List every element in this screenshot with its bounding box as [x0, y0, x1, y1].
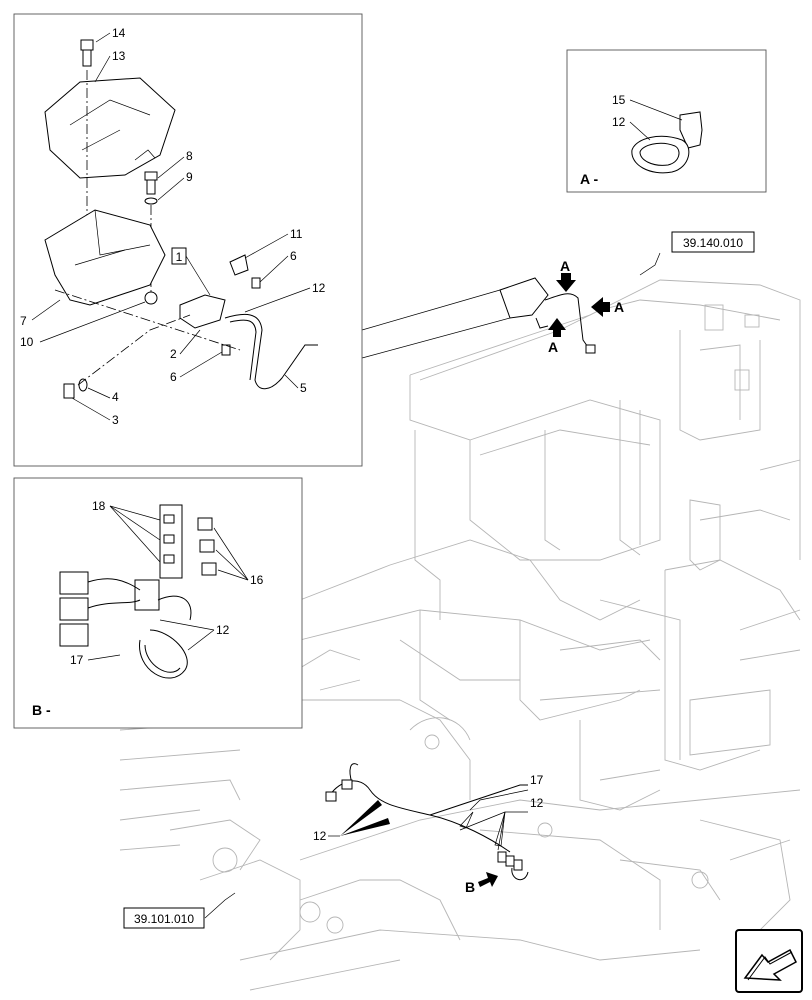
panel-b-label: B -	[32, 702, 51, 718]
next-page-arrow-icon[interactable]	[735, 929, 803, 993]
callout-b-18: 18	[92, 499, 106, 513]
panel-a-label: A -	[580, 171, 598, 187]
callout-a-12: 12	[612, 115, 626, 129]
callout-5: 5	[300, 381, 307, 395]
view-arrow-b-label: B	[465, 879, 475, 895]
reference-box-bottom[interactable]: 39.101.010	[123, 892, 236, 929]
callout-13: 13	[112, 49, 126, 63]
callout-4: 4	[112, 390, 119, 404]
callout-17: 17	[530, 773, 544, 787]
detail-panel-main: 1 14 13 8 9 11 6 12 5 7 10	[13, 13, 363, 467]
callout-12-right: 12	[530, 796, 544, 810]
callout-7: 7	[20, 314, 27, 328]
harness-callouts: 17 12 12	[313, 773, 544, 851]
view-arrow-a-bottom-label: A	[548, 339, 558, 355]
harness-lower	[325, 763, 529, 881]
reference-label-bottom: 39.101.010	[134, 912, 194, 926]
view-arrow-a-top: A	[556, 258, 576, 292]
view-arrow-a-top-label: A	[560, 258, 570, 274]
callout-12: 12	[312, 281, 326, 295]
detail-panel-b: 18 16 12 17 B -	[13, 477, 303, 729]
callout-b-12: 12	[216, 623, 230, 637]
callout-9: 9	[186, 170, 193, 184]
callout-10: 10	[20, 335, 34, 349]
callout-14: 14	[112, 26, 126, 40]
harness-upper	[499, 277, 596, 354]
reference-label-top: 39.140.010	[683, 236, 743, 250]
callout-2: 2	[170, 347, 177, 361]
callout-3: 3	[112, 413, 119, 427]
callout-6-lower: 6	[170, 370, 177, 384]
callout-a-15: 15	[612, 93, 626, 107]
view-arrow-a-right-label: A	[614, 299, 624, 315]
callout-b-17: 17	[70, 653, 84, 667]
callout-11: 11	[290, 227, 303, 241]
callout-12-left: 12	[313, 829, 327, 843]
view-arrow-a-right: A	[591, 297, 624, 317]
detail-panel-a: 15 12 A -	[566, 49, 767, 193]
callout-6-upper: 6	[290, 249, 297, 263]
view-arrow-a-bottom: A	[548, 318, 566, 355]
callout-8: 8	[186, 149, 193, 163]
callout-1: 1	[176, 250, 183, 264]
view-arrow-b: B	[465, 872, 498, 895]
reference-box-top[interactable]: 39.140.010	[639, 231, 755, 276]
callout-b-16: 16	[250, 573, 264, 587]
